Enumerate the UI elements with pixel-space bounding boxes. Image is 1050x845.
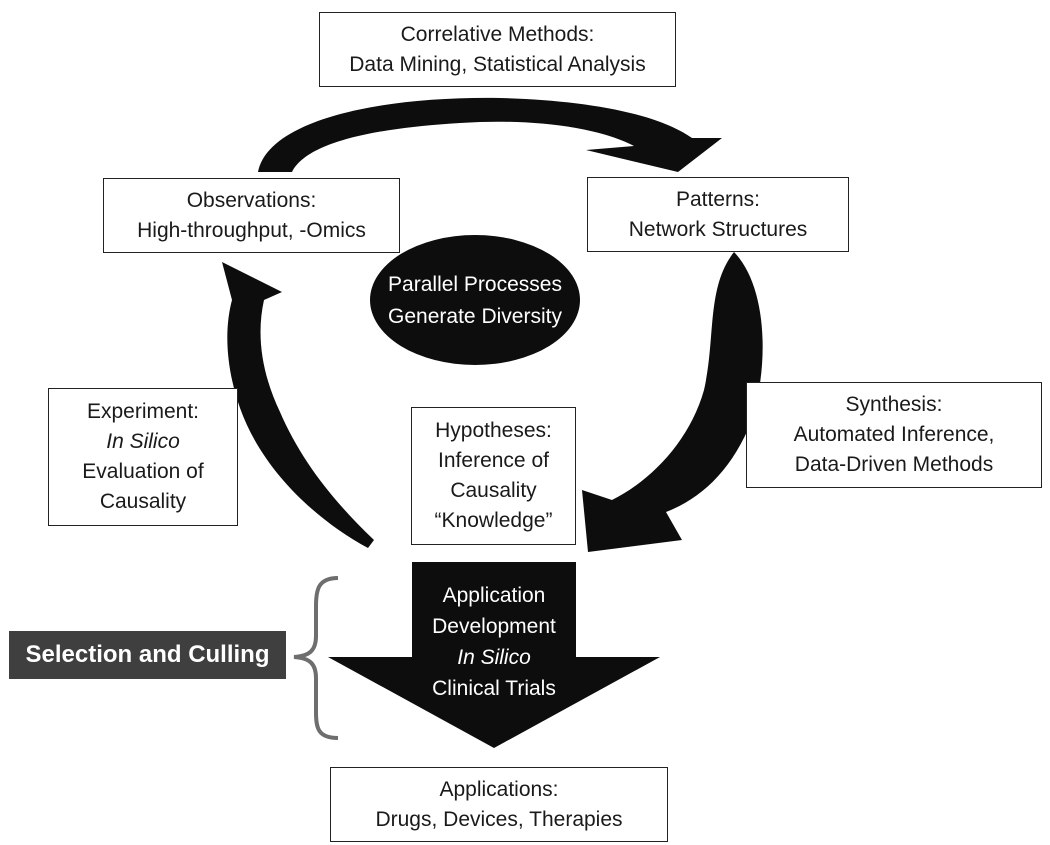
hypotheses-box: Hypotheses: Inference of Causality “Know… — [411, 407, 576, 545]
application-dev-line-1: Application — [442, 584, 546, 607]
application-dev-line-4: Clinical Trials — [432, 677, 556, 700]
correlative-methods-subtitle: Data Mining, Statistical Analysis — [349, 52, 646, 76]
correlative-methods-box: Correlative Methods: Data Mining, Statis… — [319, 12, 676, 87]
center-ellipse — [370, 235, 580, 365]
synthesis-line-1: Automated Inference, — [793, 423, 995, 446]
applications-subtitle: Drugs, Devices, Therapies — [375, 807, 623, 831]
application-down-arrow — [328, 562, 660, 748]
patterns-box: Patterns: Network Structures — [587, 177, 849, 252]
application-development-label: Application Development In Silico Clinic… — [412, 580, 576, 704]
experiment-line-1: In Silico — [106, 430, 180, 453]
observations-subtitle: High-throughput, -Omics — [137, 218, 366, 242]
hypotheses-line-3: “Knowledge” — [434, 509, 553, 532]
synthesis-box: Synthesis: Automated Inference, Data-Dri… — [746, 382, 1042, 488]
selection-brace — [293, 576, 339, 740]
selection-and-culling-text: Selection and Culling — [25, 641, 270, 668]
application-dev-line-3: In Silico — [457, 646, 531, 669]
center-line-1: Parallel Processes — [388, 272, 562, 296]
correlative-methods-title: Correlative Methods: — [400, 22, 595, 46]
center-line-2: Generate Diversity — [388, 304, 562, 328]
experiment-line-2: Evaluation of — [82, 460, 204, 483]
hypotheses-line-2: Causality — [450, 479, 537, 502]
observations-title: Observations: — [186, 188, 317, 212]
selection-and-culling-label: Selection and Culling — [9, 631, 286, 679]
observations-box: Observations: High-throughput, -Omics — [103, 178, 400, 253]
top-cycle-arrow — [258, 97, 722, 172]
patterns-subtitle: Network Structures — [628, 217, 808, 241]
hypotheses-line-1: Inference of — [438, 449, 549, 472]
experiment-title: Experiment: — [86, 400, 200, 423]
experiment-line-3: Causality — [99, 490, 187, 513]
left-cycle-arrow — [222, 262, 374, 548]
experiment-box: Experiment: In Silico Evaluation of Caus… — [48, 388, 238, 526]
synthesis-line-2: Data-Driven Methods — [794, 453, 994, 476]
application-dev-line-2: Development — [432, 615, 556, 638]
applications-title: Applications: — [439, 777, 559, 801]
synthesis-title: Synthesis: — [845, 393, 943, 416]
center-ellipse-label: Parallel Processes Generate Diversity — [370, 238, 580, 363]
right-cycle-arrow — [582, 252, 763, 552]
applications-box: Applications: Drugs, Devices, Therapies — [330, 767, 668, 842]
patterns-title: Patterns: — [675, 187, 761, 211]
hypotheses-title: Hypotheses: — [435, 419, 552, 442]
